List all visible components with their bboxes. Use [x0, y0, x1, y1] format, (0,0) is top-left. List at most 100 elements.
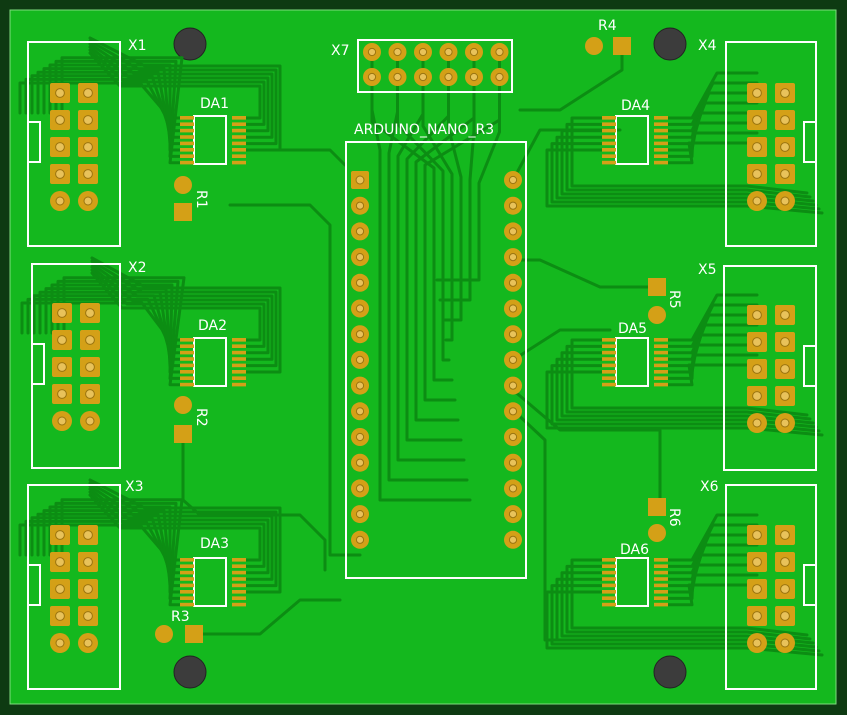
mount-hole-bl	[173, 655, 207, 689]
x7-pin-bottom-2-hole	[393, 72, 402, 82]
label-x4: X4	[698, 38, 717, 54]
x6-trace-l-5	[550, 584, 821, 653]
x7-pin-bottom-4-hole	[444, 72, 453, 82]
x1-pin-5-hole	[55, 142, 65, 152]
r4-to-mcu-trace	[518, 44, 624, 112]
da6-left-pad-2	[602, 564, 616, 568]
x6-pin-4-hole	[780, 557, 790, 567]
r1-pad-1	[174, 203, 192, 221]
da4-left-pad-5	[602, 141, 616, 146]
arduino-left-pin-3-hole	[355, 227, 365, 236]
da4-right-pad-3	[654, 128, 668, 133]
da1-left-pad-3	[180, 128, 194, 133]
da4-right-pad-5	[654, 141, 668, 146]
mcu-to-r6-trace	[511, 388, 662, 502]
x3-pin-3-hole	[55, 557, 65, 567]
label-r1: R1	[193, 190, 209, 209]
x4-pin-10-hole	[780, 196, 790, 206]
mount-holes	[173, 27, 687, 689]
x3-pin-4-hole	[83, 557, 93, 567]
da1-right-pad-1	[232, 116, 246, 120]
x3-pin-9-hole	[55, 638, 65, 648]
da5-right-pad-4	[654, 357, 668, 361]
da3-right-pad-5	[232, 583, 246, 588]
x6-trace-8	[666, 583, 759, 607]
da4-left-pad-2	[602, 122, 616, 126]
da6-right-pad-7	[654, 596, 668, 600]
bus-trace-12	[435, 75, 501, 282]
x4-trace-l-1	[570, 116, 809, 195]
x6-pin-3-hole	[752, 557, 762, 567]
r6-pad-2	[648, 524, 666, 542]
da5-left-pad-2	[602, 344, 616, 348]
da3-left-pad-7	[180, 596, 194, 600]
mcu-to-x6-trace	[511, 408, 642, 642]
x1-trace-8	[60, 56, 184, 165]
arduino-right-pin-3-hole	[508, 227, 518, 236]
x1-pin-2-hole	[83, 88, 93, 98]
x5-trace-l-4	[555, 357, 818, 429]
r5-pad-2	[648, 306, 666, 324]
mount-hole-br	[653, 655, 687, 689]
da1-outline	[193, 115, 227, 165]
x3-trace-7	[54, 501, 182, 600]
x5-pin-3-hole	[752, 337, 762, 347]
da5-right-pad-6	[654, 370, 668, 374]
x7-pin-bottom-1-hole	[367, 72, 377, 82]
da6-left-pad-6	[602, 590, 616, 594]
x3-pin-8-hole	[83, 611, 93, 621]
x7-pin-top-1-hole	[367, 47, 377, 57]
bus-trace-9	[421, 75, 454, 342]
x5-trace-l-6	[545, 370, 824, 437]
x4-trace-l-2	[565, 122, 812, 199]
x5-pin-7-hole	[752, 391, 762, 401]
da5-left-pad-8	[602, 382, 616, 387]
x4-pin-1-hole	[752, 88, 762, 98]
da6-right-pad-3	[654, 570, 668, 575]
da4-left-pad-8	[602, 160, 616, 165]
da5-right-pad-7	[654, 376, 668, 380]
label-r4: R4	[598, 18, 617, 34]
label-x1: X1	[128, 38, 147, 54]
connector-x1-outline	[27, 41, 121, 247]
da2-left-pad-6	[180, 370, 194, 374]
x2-trace-r-3	[90, 265, 270, 355]
r2-to-mcu-trace	[181, 432, 327, 572]
da6-left-pad-4	[602, 577, 616, 581]
da2-left-pad-2	[180, 344, 194, 348]
label-da3: DA3	[200, 536, 229, 552]
x2-trace-r-5	[90, 259, 278, 368]
arduino-right-pin-6-hole	[508, 304, 518, 313]
arduino-right-pin-11-hole	[508, 432, 518, 442]
x4-trace-8	[666, 141, 759, 165]
arduino-right-pin-10-hole	[508, 407, 518, 416]
x2-trace-r-6	[90, 256, 282, 374]
label-x3: X3	[125, 479, 144, 495]
x1-pin-9-hole	[55, 196, 65, 206]
x2-pin-2-hole	[85, 308, 95, 318]
connector-x4-outline	[725, 41, 817, 247]
x3-notch	[28, 564, 41, 606]
connector-x6-outline	[725, 484, 817, 690]
da1-left-pad-5	[180, 141, 194, 146]
da1-right-pad-2	[232, 122, 246, 126]
label-x6: X6	[700, 479, 719, 495]
da1-to-mcu-trace	[244, 148, 347, 167]
x1-pin-1-hole	[55, 88, 65, 98]
label-da2: DA2	[198, 318, 227, 334]
x7-pin-bottom-5-hole	[469, 72, 479, 82]
da1-left-pad-8	[180, 160, 194, 165]
arduino-right-pin-8-hole	[508, 355, 518, 364]
bus-trace-11	[438, 75, 476, 302]
arduino-right-pin-4-hole	[508, 253, 518, 262]
r3-pad-1	[185, 625, 203, 643]
da3-outline	[193, 557, 227, 607]
x2-trace-7	[56, 279, 182, 380]
x2-pin-3-hole	[57, 335, 67, 345]
x3-pin-5-hole	[55, 584, 65, 594]
label-x2: X2	[128, 260, 147, 276]
da5-left-pad-1	[602, 338, 616, 342]
da2-right-pad-8	[232, 382, 246, 387]
r1-pad-2	[174, 176, 192, 194]
da6-right-pad-4	[654, 577, 668, 581]
